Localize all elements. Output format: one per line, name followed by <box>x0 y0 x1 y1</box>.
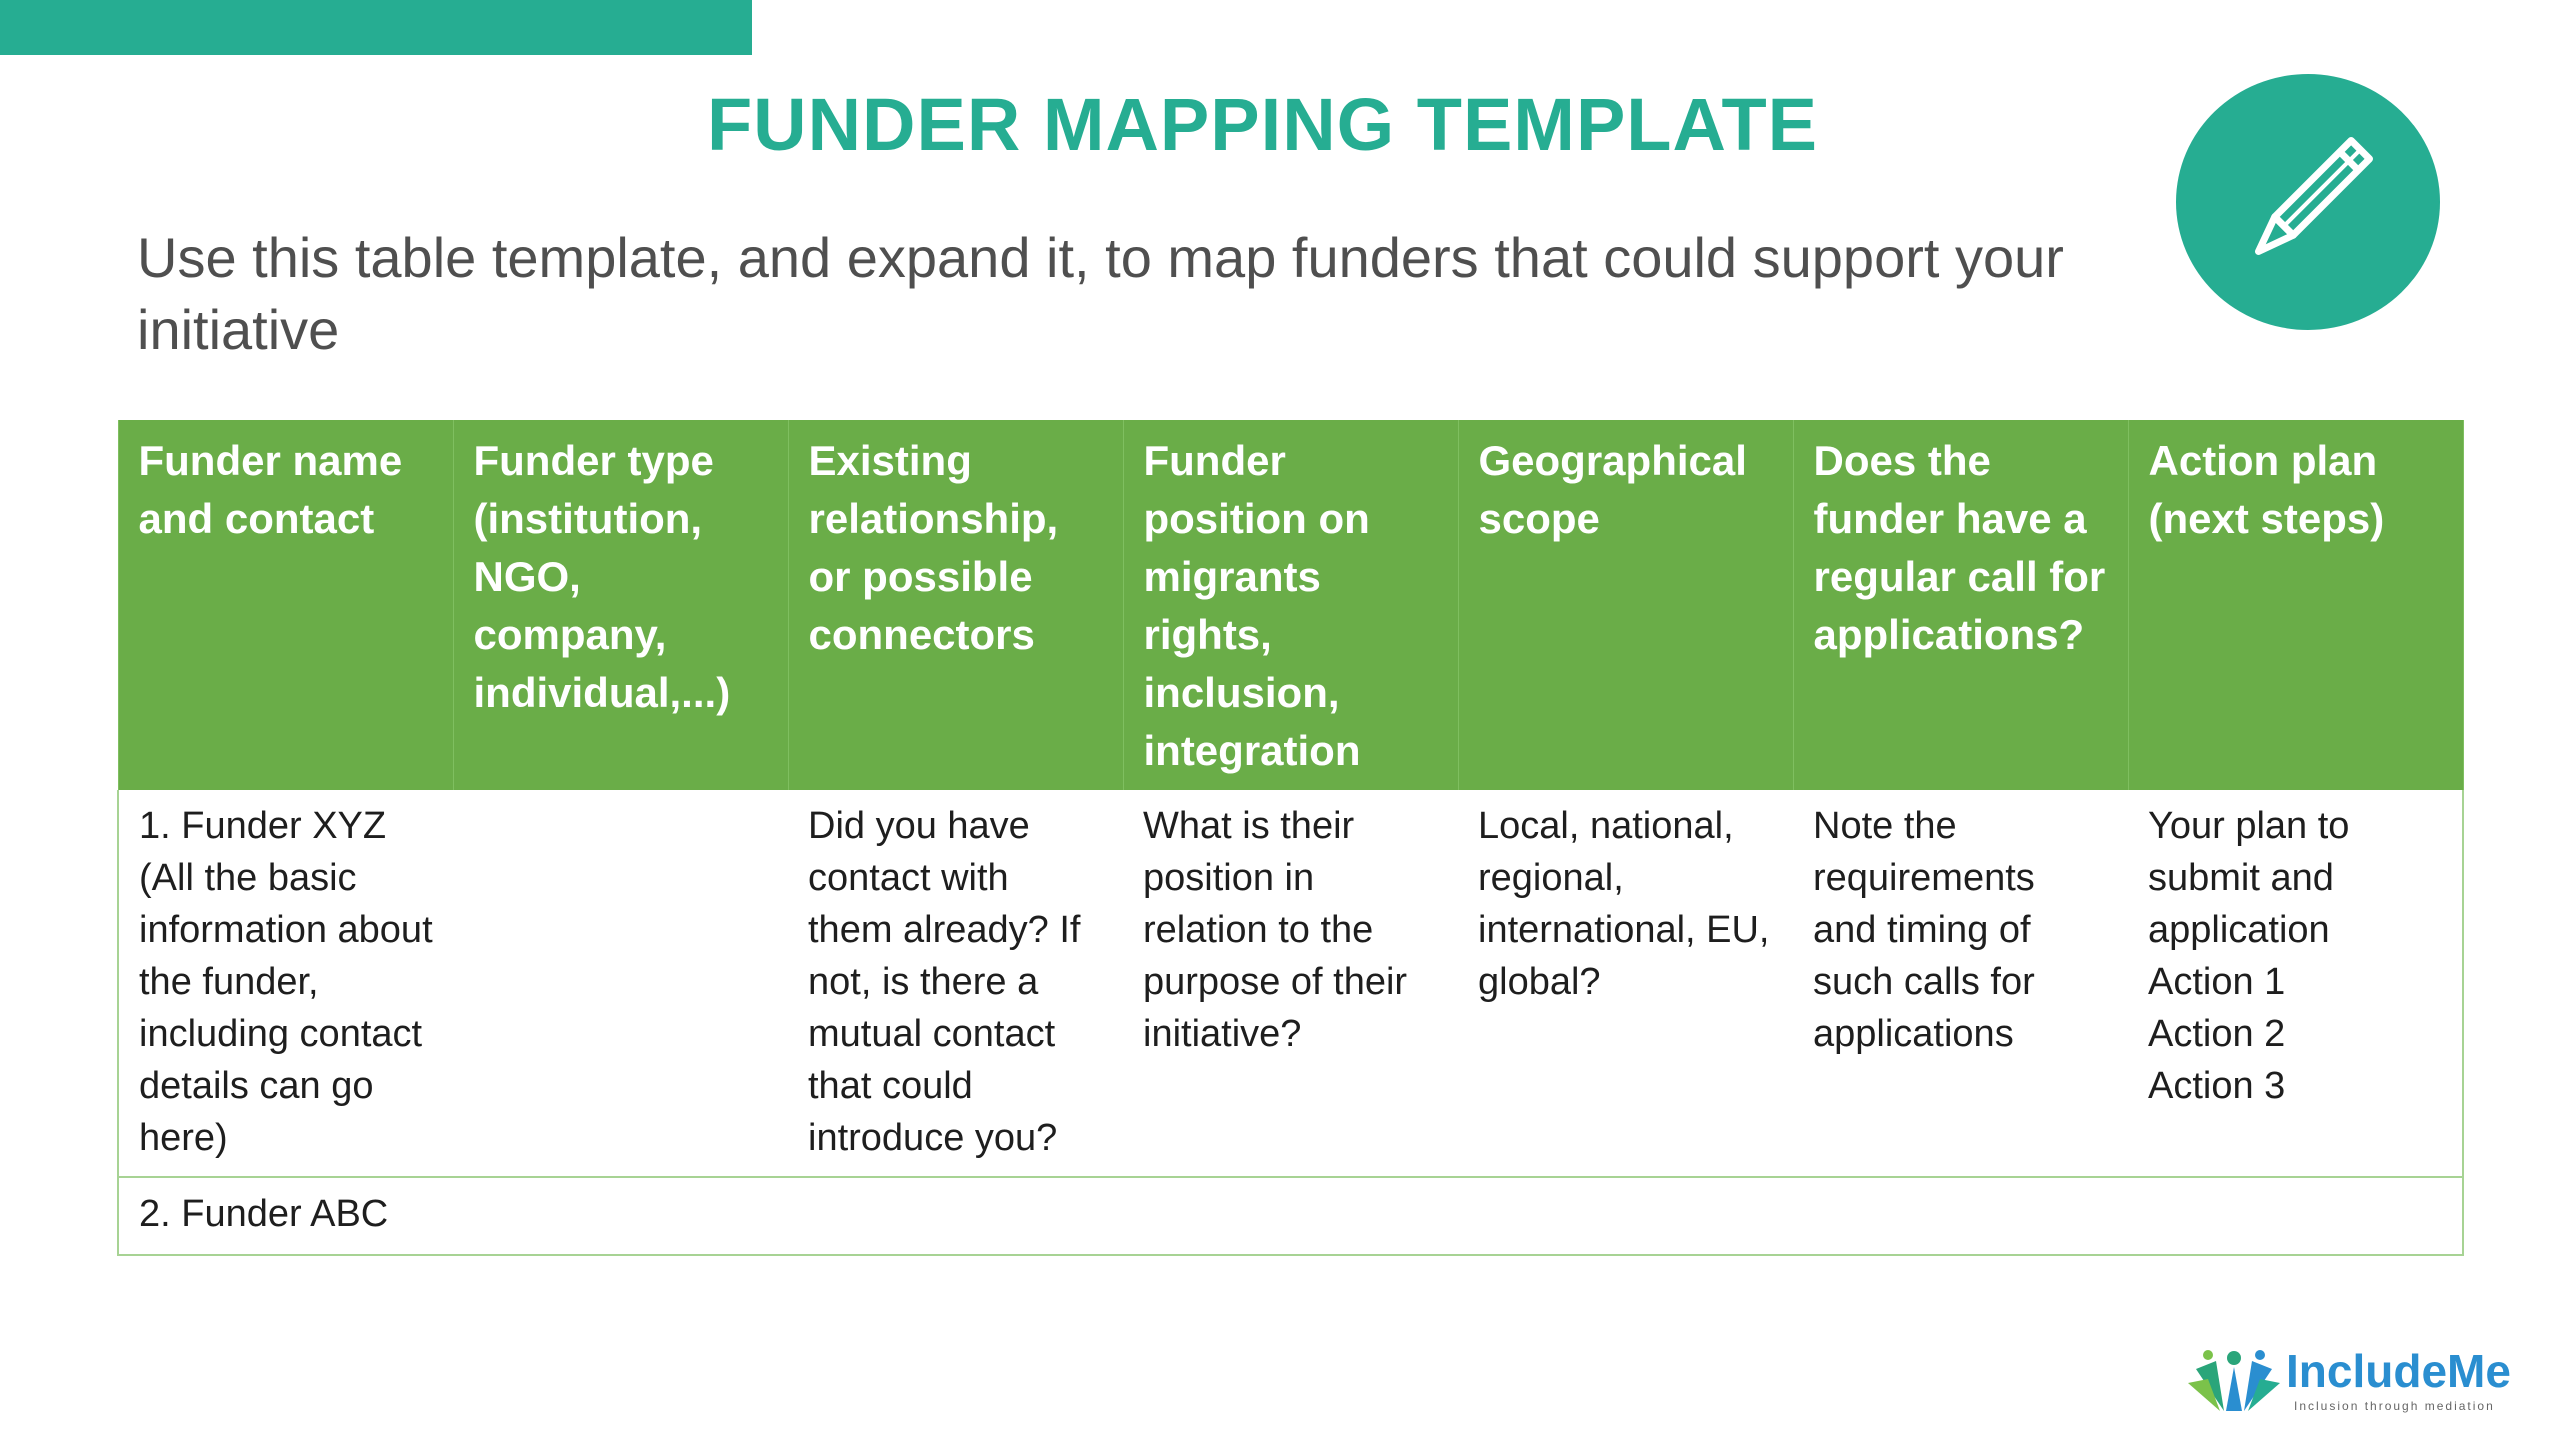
table-cell <box>453 1177 788 1256</box>
page-subtitle: Use this table template, and expand it, … <box>137 226 2064 361</box>
header-geographical-scope: Geographical scope <box>1457 420 1794 790</box>
table-cell <box>2128 1177 2464 1256</box>
table-cell: 1. Funder XYZ (All the basic information… <box>117 790 453 1178</box>
includeme-logo: IncludeMe Inclusion through mediation <box>2186 1343 2526 1423</box>
table-cell <box>788 1177 1123 1256</box>
table-cell <box>453 790 788 1178</box>
page-title: FUNDER MAPPING TEMPLATE <box>706 83 1819 166</box>
table-cell: Local, national, regional, international… <box>1458 790 1793 1178</box>
table-cell: 2. Funder ABC <box>117 1177 453 1256</box>
logo-wordmark: IncludeMe <box>2286 1345 2511 1397</box>
table-cell <box>1458 1177 1793 1256</box>
pencil-icon <box>2255 136 2374 255</box>
pencil-badge <box>2176 74 2440 330</box>
header-funder-name: Funder name and contact <box>117 420 454 790</box>
table-row: 1. Funder XYZ (All the basic information… <box>117 790 2464 1178</box>
header-funder-position: Funder position on migrants rights, incl… <box>1122 420 1459 790</box>
header-existing-relationship: Existing relationship, or possible conne… <box>787 420 1124 790</box>
header-regular-call: Does the funder have a regular call for … <box>1792 420 2129 790</box>
table-header-row: Funder name and contact Funder type (ins… <box>117 420 2464 790</box>
table-cell <box>1123 1177 1458 1256</box>
top-accent-bar <box>0 0 752 55</box>
logo-tagline: Inclusion through mediation <box>2294 1399 2495 1413</box>
header-action-plan: Action plan (next steps) <box>2127 420 2464 790</box>
table-cell: Note the requirements and timing of such… <box>1793 790 2128 1178</box>
table-cell: Your plan to submit and application Acti… <box>2128 790 2464 1178</box>
table-cell: What is their position in relation to th… <box>1123 790 1458 1178</box>
table-row: 2. Funder ABC <box>117 1177 2464 1256</box>
funder-mapping-table: Funder name and contact Funder type (ins… <box>117 420 2464 1256</box>
header-funder-type: Funder type (institution, NGO, company, … <box>452 420 789 790</box>
table-cell <box>1793 1177 2128 1256</box>
includeme-logo-mark-icon <box>2188 1350 2280 1411</box>
table-cell: Did you have contact with them already? … <box>788 790 1123 1178</box>
